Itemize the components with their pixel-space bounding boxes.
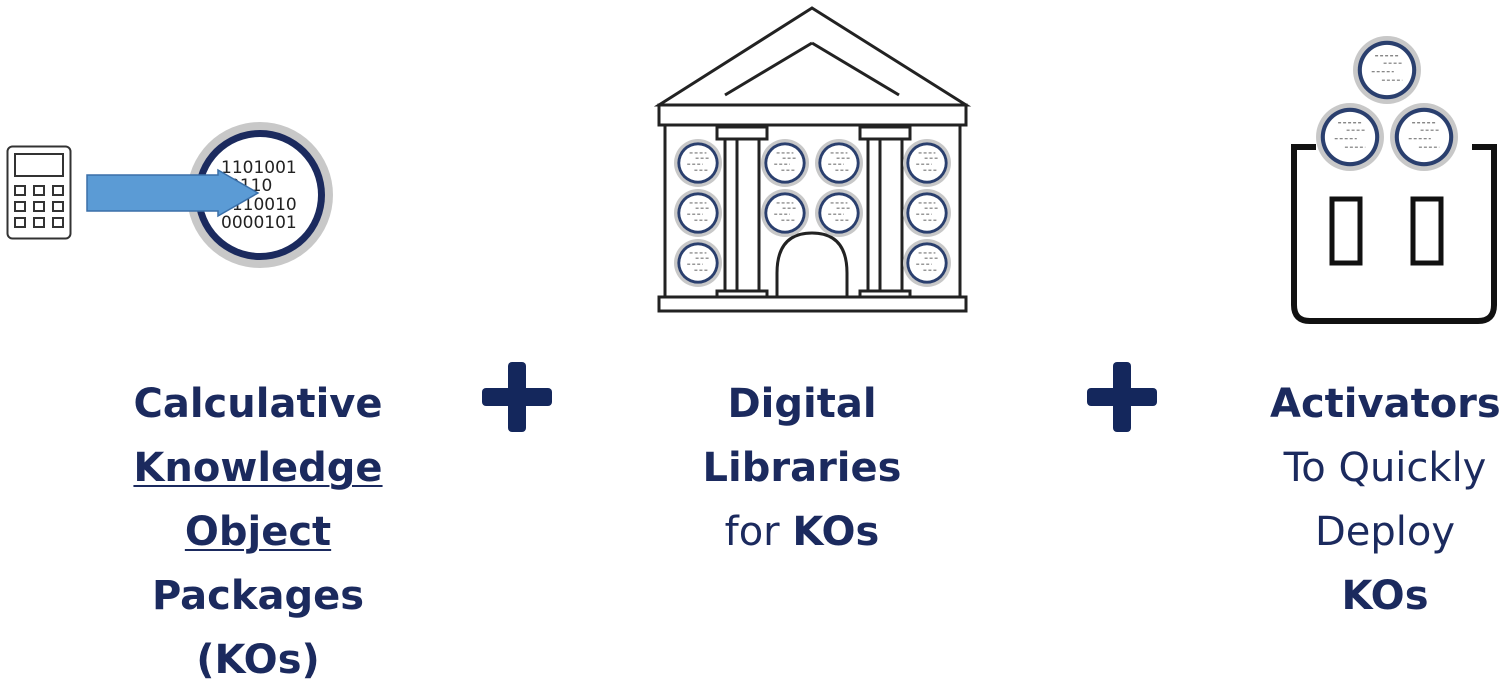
power-outlet-icon (1291, 36, 1497, 324)
activators-line-4: KOs (1341, 573, 1429, 619)
binary-line-1: 1101001 (221, 158, 297, 178)
ko-disc-icon (674, 139, 722, 187)
libraries-line-3-prefix: for (724, 509, 793, 555)
activators-label: Activators To Quickly Deploy KOs (1270, 372, 1501, 628)
packages-label: Calculative Knowledge Object Packages (K… (110, 372, 406, 692)
ko-disc-icon (761, 189, 809, 237)
library-building-icon (653, 6, 972, 313)
ko-disc-icon (761, 139, 809, 187)
arrow-right-icon (86, 168, 260, 218)
activators-line-2: To Quickly (1283, 445, 1487, 491)
packages-line-5: (KOs) (196, 637, 320, 683)
libraries-line-3-bold: KOs (792, 509, 880, 555)
libraries-line-2: Libraries (702, 445, 902, 491)
ko-disc-icon (903, 139, 951, 187)
libraries-label: Digital Libraries for KOs (652, 372, 952, 564)
ko-disc-icon (674, 239, 722, 287)
ko-disc-icon (903, 189, 951, 237)
ko-disc-icon (1390, 103, 1458, 171)
plus-icon (1087, 362, 1157, 432)
ko-disc-icon (674, 189, 722, 237)
packages-line-1: Calculative (133, 381, 383, 427)
packages-line-2: Knowledge (133, 445, 383, 491)
binary-disc-icon: 1101001 0110 0110010 0000101 (187, 122, 333, 268)
packages-line-3: Object (184, 509, 332, 555)
packages-line-4: Packages (151, 573, 365, 619)
binary-line-4: 0000101 (221, 213, 297, 233)
activators-line-3: Deploy (1314, 509, 1456, 555)
ko-disc-icon (815, 189, 863, 237)
activators-line-1: Activators (1270, 381, 1501, 427)
ko-disc-icon (903, 239, 951, 287)
ko-disc-icon (1353, 36, 1421, 104)
plus-icon (482, 362, 552, 432)
ko-disc-icon (815, 139, 863, 187)
libraries-line-1: Digital (727, 381, 877, 427)
ko-disc-icon (1316, 103, 1384, 171)
calculator-icon (6, 145, 72, 240)
